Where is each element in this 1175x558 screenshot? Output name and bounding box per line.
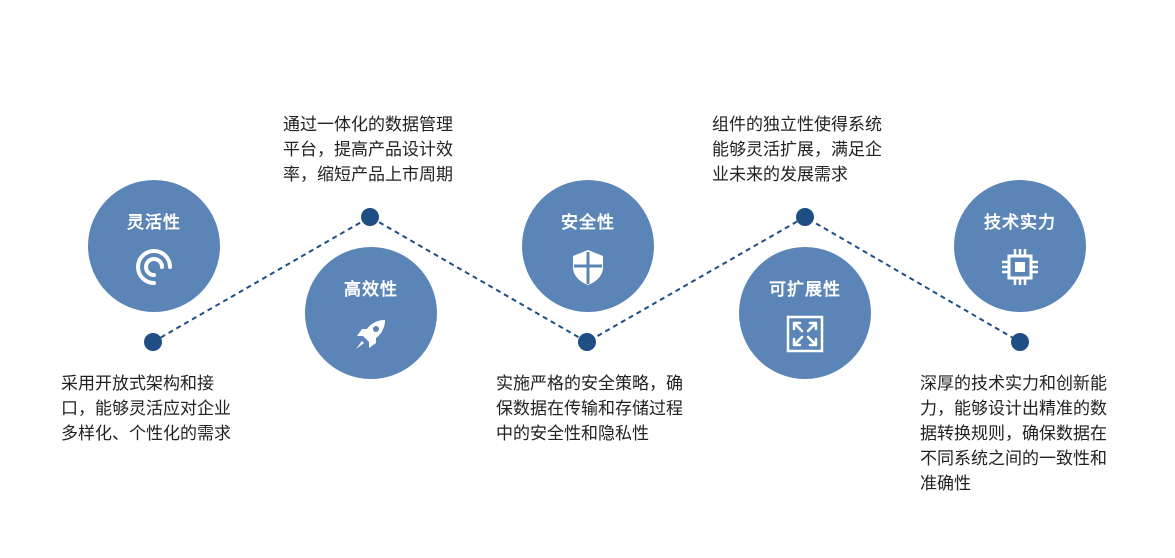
- desc-line: 保数据在传输和存储过程: [496, 399, 683, 419]
- desc-line: 口，能够灵活应对企业: [61, 399, 231, 419]
- chip-icon: [1002, 249, 1038, 285]
- feature-desc-security: 实施严格的安全策略，确 保数据在传输和存储过程 中的安全性和隐私性: [496, 372, 711, 447]
- dashed-path: [152, 215, 1021, 344]
- desc-line: 平台，提高产品设计效: [283, 140, 453, 160]
- desc-line: 能够灵活扩展，满足企: [712, 140, 882, 160]
- node-2: [361, 208, 379, 226]
- feature-desc-scalability: 组件的独立性使得系统 能够灵活扩展，满足企 业未来的发展需求: [712, 113, 912, 188]
- feature-circle-security: 安全性: [522, 180, 654, 312]
- swirl-icon: [136, 249, 172, 285]
- desc-line: 多样化、个性化的需求: [61, 424, 231, 444]
- rocket-icon: [356, 320, 385, 349]
- desc-line: 业未来的发展需求: [712, 165, 848, 185]
- desc-line: 通过一体化的数据管理: [283, 115, 453, 135]
- node-5: [1011, 333, 1029, 351]
- desc-line: 组件的独立性使得系统: [712, 115, 882, 135]
- feature-title: 技术实力: [984, 213, 1056, 233]
- desc-line: 力，能够设计出精准的数: [920, 399, 1107, 419]
- node-3: [578, 333, 596, 351]
- desc-line: 不同系统之间的一致性和: [920, 449, 1107, 469]
- feature-title: 安全性: [561, 213, 615, 233]
- feature-desc-technical-strength: 深厚的技术实力和创新能 力，能够设计出精准的数 据转换规则，确保数据在 不同系统…: [920, 372, 1135, 497]
- feature-title: 灵活性: [127, 213, 181, 233]
- feature-circle-technical-strength: 技术实力: [954, 180, 1086, 312]
- expand-icon: [786, 315, 824, 353]
- desc-line: 采用开放式架构和接: [61, 374, 214, 394]
- feature-desc-efficiency: 通过一体化的数据管理 平台，提高产品设计效 率，缩短产品上市周期: [283, 113, 483, 188]
- feature-title: 可扩展性: [769, 280, 841, 300]
- desc-line: 中的安全性和隐私性: [496, 424, 649, 444]
- node-1: [144, 333, 162, 351]
- feature-desc-flexibility: 采用开放式架构和接 口，能够灵活应对企业 多样化、个性化的需求: [61, 372, 261, 447]
- feature-circle-efficiency: 高效性: [305, 247, 437, 379]
- desc-line: 准确性: [920, 474, 971, 494]
- desc-line: 率，缩短产品上市周期: [283, 165, 453, 185]
- node-4: [796, 208, 814, 226]
- desc-line: 据转换规则，确保数据在: [920, 424, 1107, 444]
- shield-icon: [573, 250, 603, 285]
- feature-title: 高效性: [344, 280, 398, 300]
- desc-line: 深厚的技术实力和创新能: [920, 374, 1107, 394]
- desc-line: 实施严格的安全策略，确: [496, 374, 683, 394]
- feature-circle-scalability: 可扩展性: [739, 247, 871, 379]
- feature-circle-flexibility: 灵活性: [88, 180, 220, 312]
